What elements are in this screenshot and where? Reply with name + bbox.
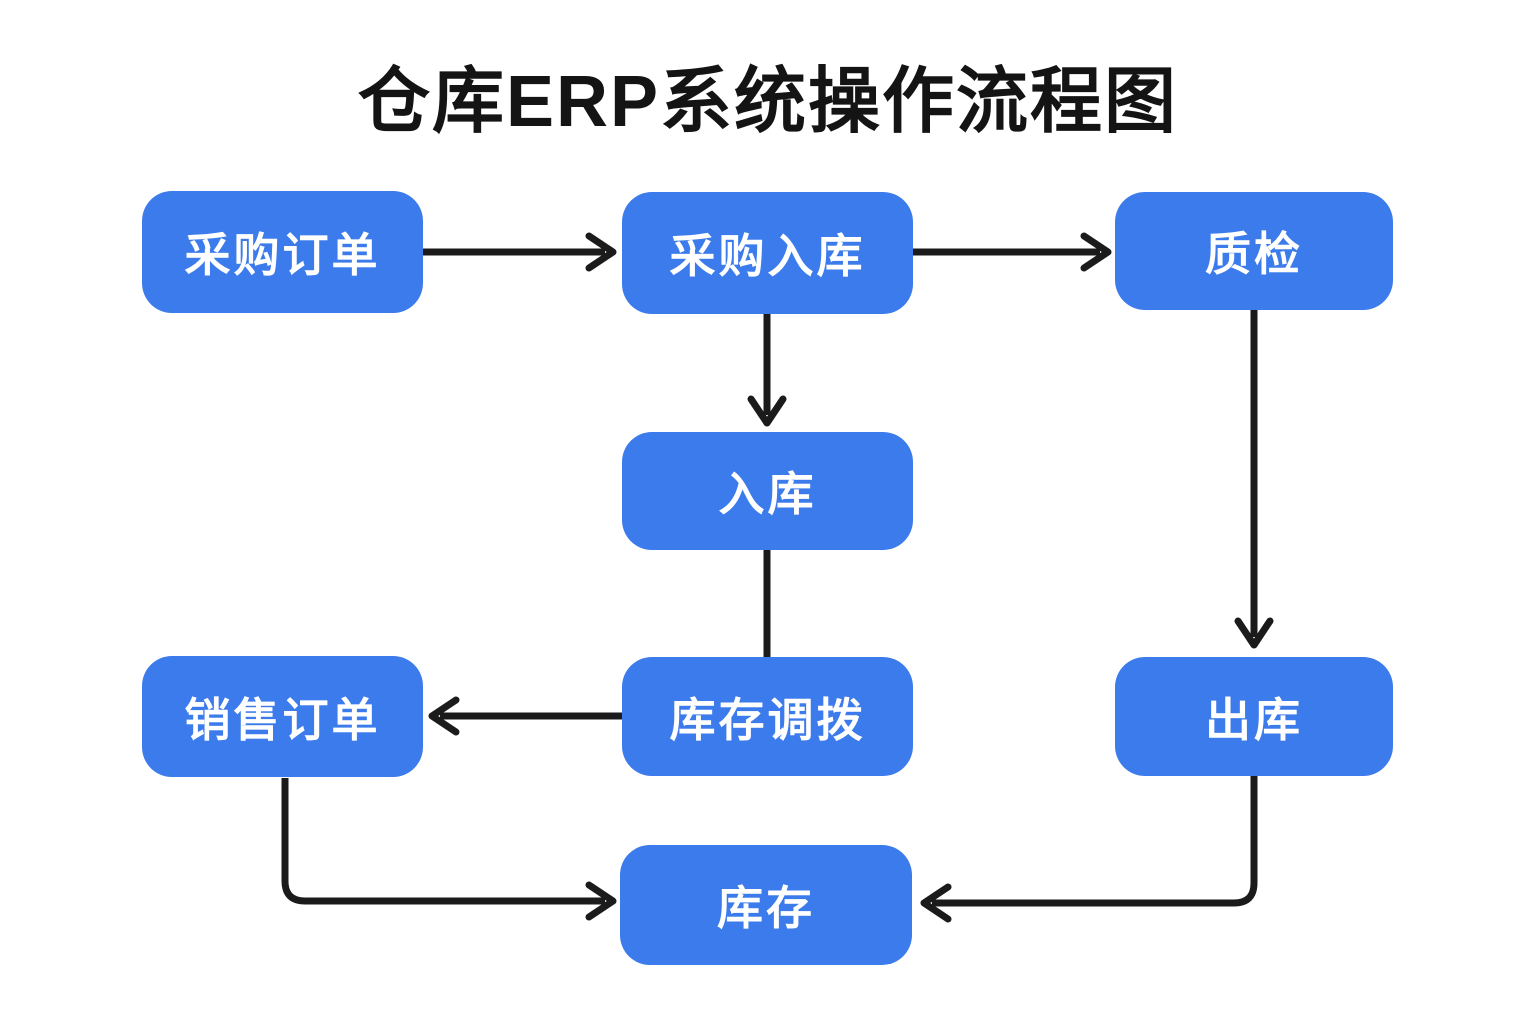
- node-purchase-inbound: 采购入库: [622, 192, 913, 314]
- node-inventory-transfer: 库存调拨: [622, 657, 913, 776]
- diagram-title: 仓库ERP系统操作流程图: [357, 62, 1179, 142]
- node-sales-order-label: 销售订单: [184, 693, 381, 746]
- node-stock-out: 出库: [1115, 657, 1393, 776]
- node-stock-in-label: 入库: [718, 468, 817, 520]
- node-inventory: 库存: [620, 845, 912, 965]
- node-stock-out-label: 出库: [1205, 693, 1303, 746]
- node-purchase-order: 采购订单: [142, 191, 423, 313]
- node-purchase-inbound-label: 采购入库: [669, 230, 866, 282]
- node-purchase-order-label: 采购订单: [184, 229, 381, 281]
- node-inventory-transfer-label: 库存调拨: [669, 693, 866, 746]
- node-inventory-label: 库存: [717, 882, 815, 934]
- connector-sales-order-to-inventory: [281, 778, 617, 921]
- node-quality-check: 质检: [1115, 192, 1393, 310]
- node-stock-in: 入库: [622, 432, 913, 550]
- node-quality-check-label: 质检: [1205, 228, 1303, 280]
- node-sales-order: 销售订单: [142, 656, 423, 777]
- connector-stock-out-to-inventory: [920, 776, 1258, 923]
